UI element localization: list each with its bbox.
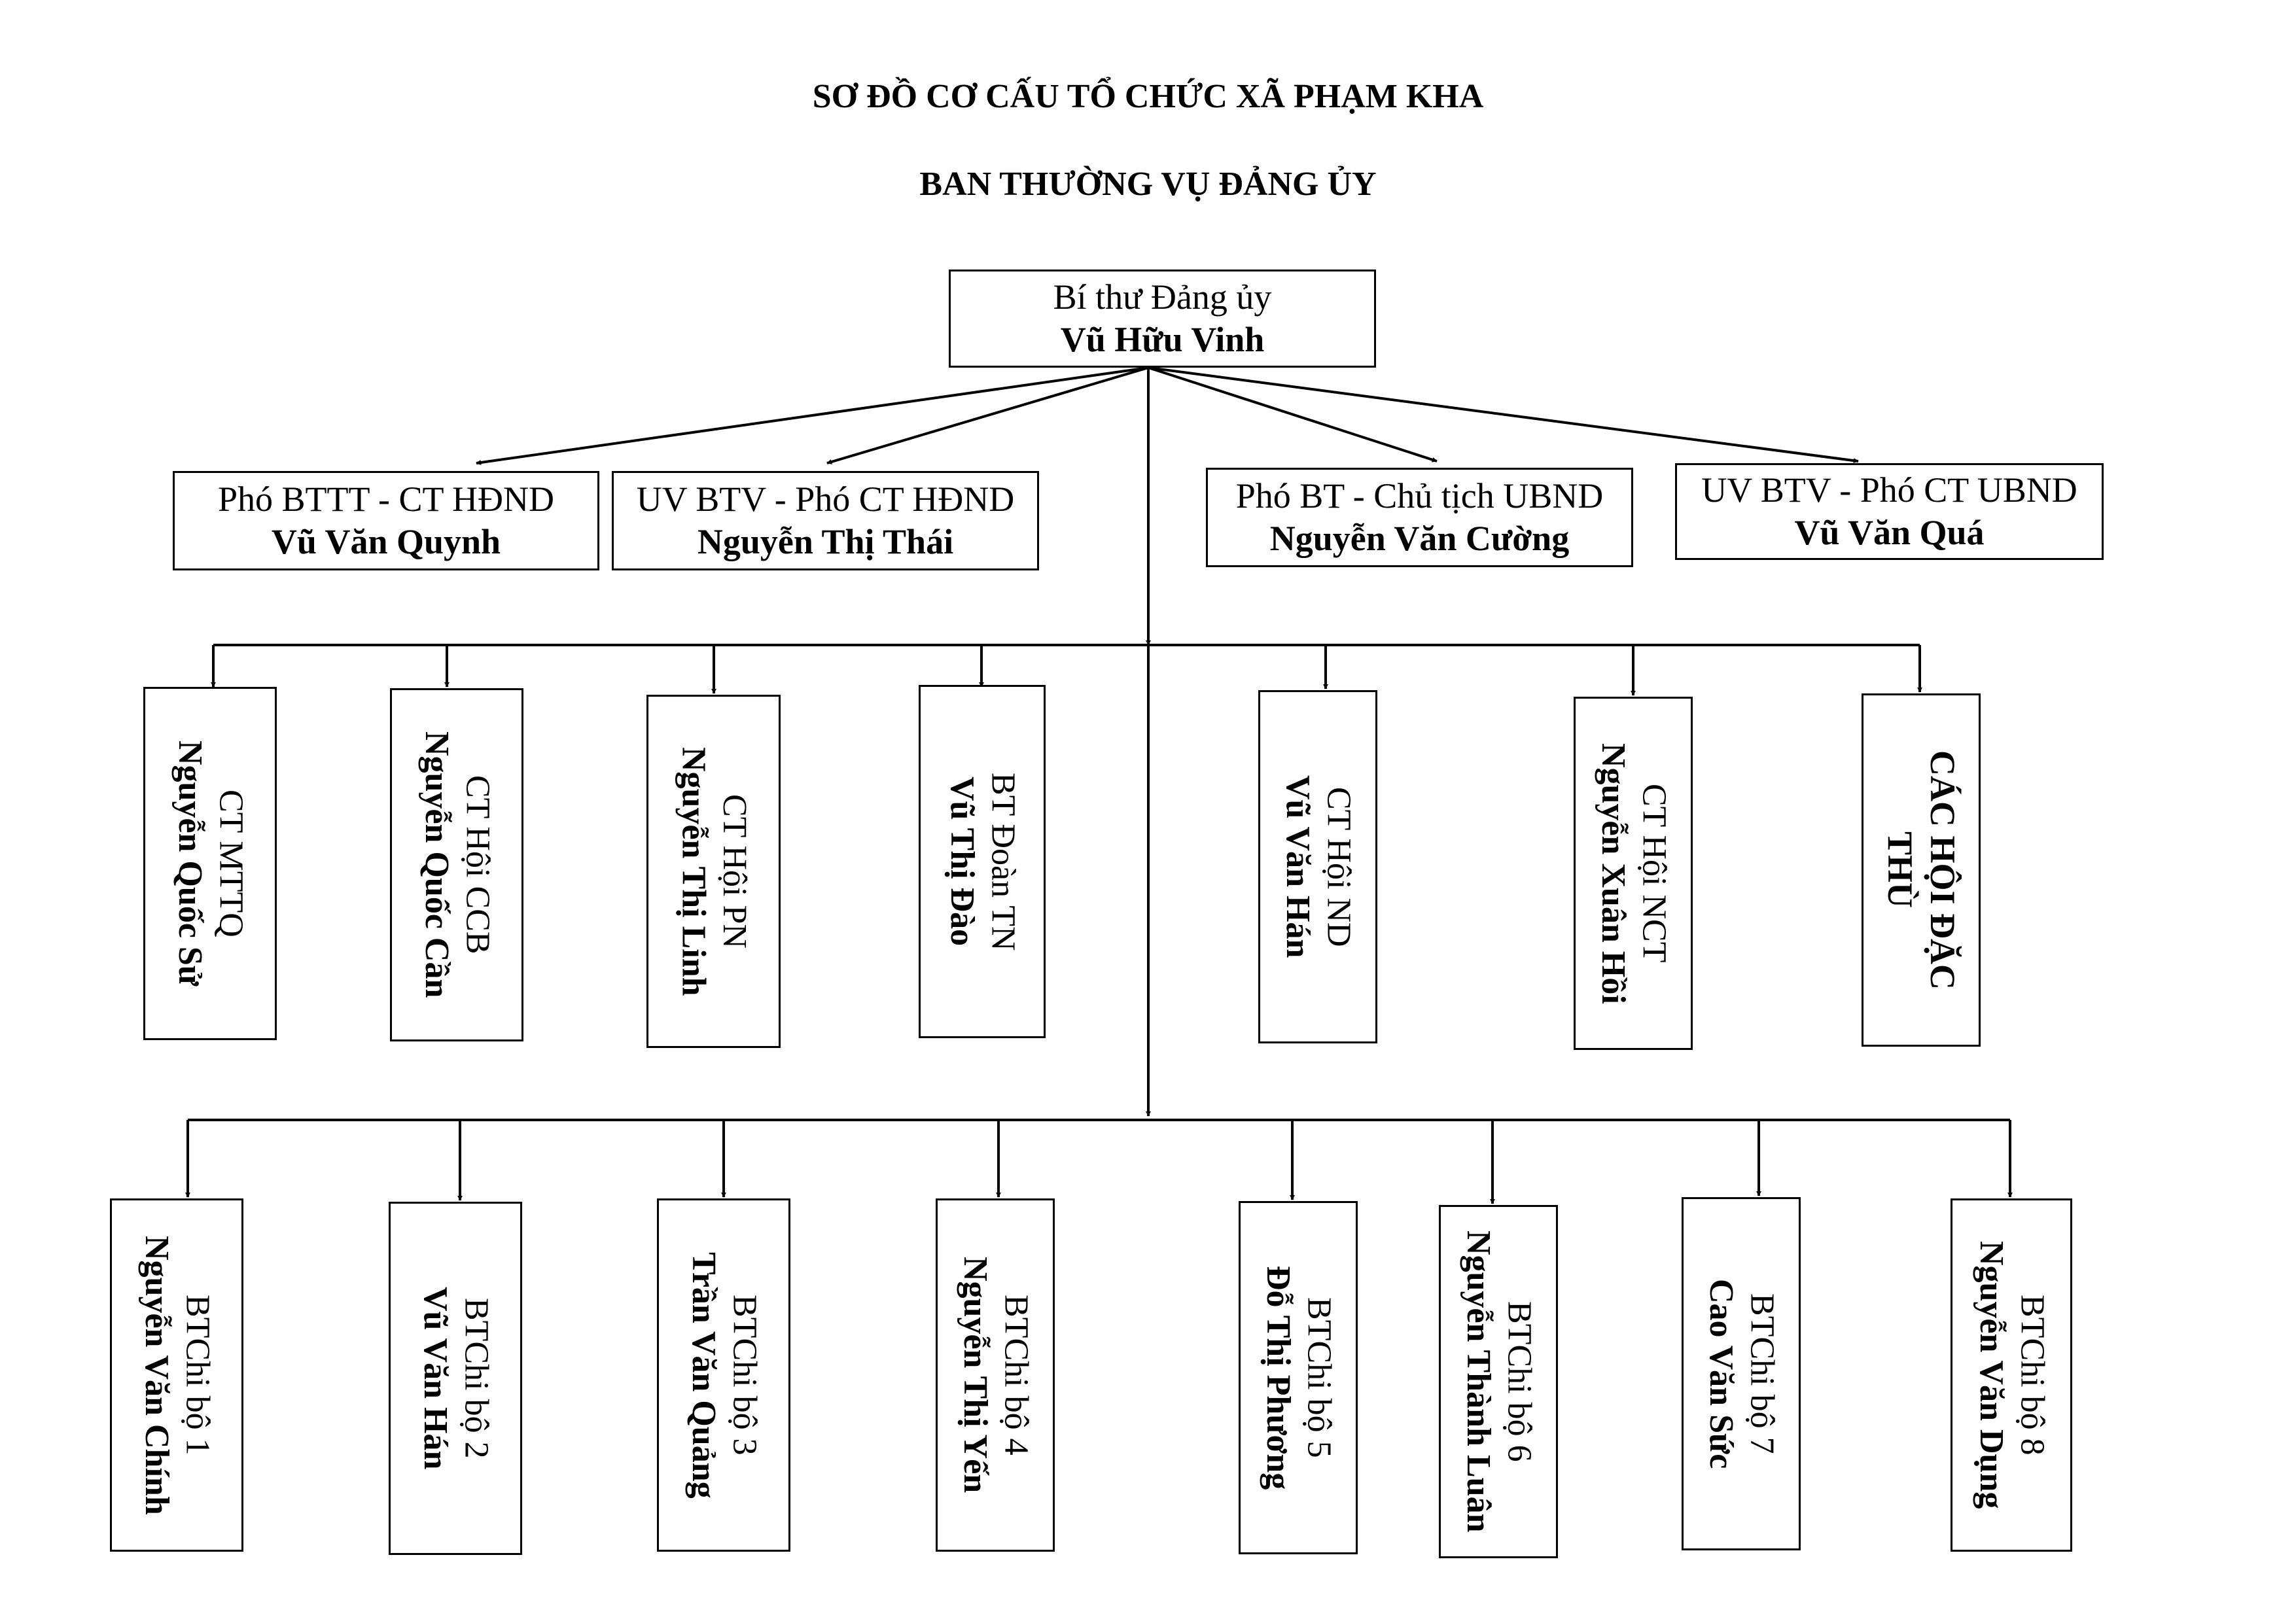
box-name: Nguyễn Văn Cường <box>1269 519 1570 558</box>
arrow-to-deputy-3 <box>1148 366 1438 462</box>
box-role: BTChi bộ 3 <box>726 1295 764 1456</box>
box-role: CT MTTQ <box>212 790 250 937</box>
deputy-box-4: UV BTV - Phó CT UBND Vũ Văn Quá <box>1675 463 2104 560</box>
box-name: Vũ Văn Quá <box>1794 513 1985 552</box>
box-role: BTChi bộ 1 <box>179 1295 217 1456</box>
deputy-box-2: UV BTV - Phó CT HĐND Nguyễn Thị Thái <box>612 471 1039 570</box>
box-name: Nguyễn Xuân Hồi <box>1595 742 1632 1004</box>
box-role: Phó BTTT - CT HĐND <box>217 480 555 519</box>
box-name: Nguyễn Văn Dụng <box>1973 1241 2010 1509</box>
chart-title: SƠ ĐỒ CƠ CẤU TỔ CHỨC XÃ PHẠM KHA <box>812 78 1484 115</box>
box-name: Vũ Văn Quynh <box>271 522 501 561</box>
arrow-to-deputy-1 <box>476 366 1149 465</box>
box-role: UV BTV - Phó CT UBND <box>1701 470 2077 510</box>
box-role: BTChi bộ 7 <box>1743 1293 1781 1454</box>
box-name: Nguyễn Văn Chính <box>138 1235 175 1515</box>
box-name: Trần Văn Quảng <box>685 1251 722 1499</box>
box-role: BTChi bộ 8 <box>2013 1295 2051 1456</box>
box-role: UV BTV - Phó CT HĐND <box>636 480 1015 519</box>
box-role: BTChi bộ 2 <box>457 1298 495 1459</box>
box-role: BTChi bộ 6 <box>1500 1301 1538 1462</box>
box-name: Vũ Hữu Vinh <box>1060 320 1265 359</box>
box-role: CT Hội NCT <box>1635 784 1673 963</box>
box-name: Nguyễn Thị Linh <box>675 746 713 996</box>
box-name: Nguyễn Quốc Sử <box>171 741 209 986</box>
arrow-to-deputy-2 <box>826 366 1149 464</box>
box-name: Cao Văn Sức <box>1703 1278 1740 1469</box>
box-role: BTChi bộ 4 <box>997 1295 1035 1456</box>
box-name: CÁC HỘI ĐẶC THÙ <box>1881 750 1962 990</box>
box-name: Vũ Văn Hán <box>1279 775 1316 958</box>
box-role: Bí thư Đảng ủy <box>1053 277 1272 317</box>
org-box-7: CÁC HỘI ĐẶC THÙ <box>1862 693 1981 1047</box>
box-name: Vũ Thị Đào <box>944 777 981 947</box>
deputy-box-1: Phó BTTT - CT HĐND Vũ Văn Quynh <box>173 471 599 570</box>
box-name: Nguyễn Quốc Cần <box>418 731 455 998</box>
box-name: Vũ Văn Hán <box>417 1287 454 1470</box>
box-name: Nguyễn Thị Yến <box>957 1257 994 1493</box>
box-role: CT Hội ND <box>1320 786 1358 947</box>
box-role: BT Đoàn TN <box>984 772 1022 951</box>
deputy-box-3: Phó BT - Chủ tịch UBND Nguyễn Văn Cường <box>1206 468 1633 567</box>
box-role: BTChi bộ 5 <box>1300 1297 1338 1458</box>
box-name: Nguyễn Thị Thái <box>697 522 954 561</box>
box-role: Phó BT - Chủ tịch UBND <box>1235 476 1604 516</box>
box-name: Nguyễn Thành Luân <box>1460 1230 1497 1533</box>
chart-subtitle: BAN THƯỜNG VỤ ĐẢNG ỦY <box>919 166 1377 203</box>
arrow-to-deputy-4 <box>1148 366 1859 464</box>
box-role: CT Hội CCB <box>459 775 497 954</box>
box-role: CT Hội PN <box>715 794 753 949</box>
party-secretary-box: Bí thư Đảng ủy Vũ Hữu Vinh <box>949 270 1376 368</box>
box-name: Đỗ Thị Phương <box>1260 1265 1297 1490</box>
